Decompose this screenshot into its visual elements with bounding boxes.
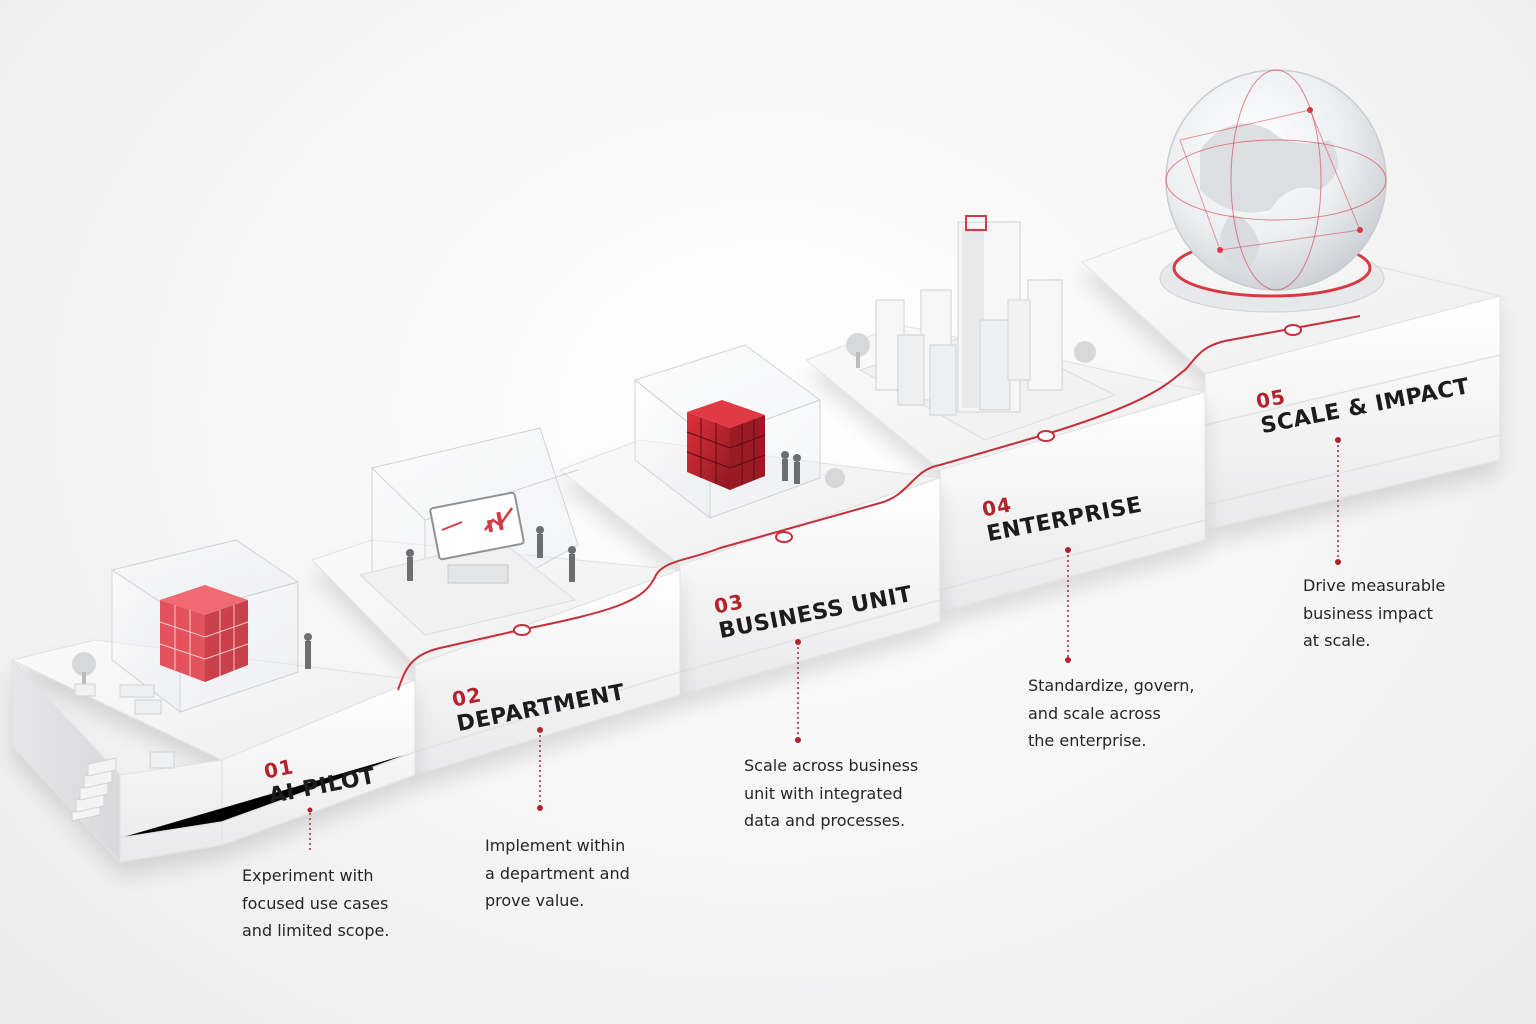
stage-4-description: Standardize, govern, and scale across th…: [1028, 672, 1194, 755]
stage-3-description: Scale across business unit with integrat…: [744, 752, 918, 835]
connector-4-dot: [1065, 547, 1071, 553]
path-node: [775, 531, 793, 543]
connector-3-dot: [795, 639, 801, 645]
description-line: the enterprise.: [1028, 731, 1147, 750]
description-line: Implement within: [485, 836, 626, 855]
description-line: Experiment with: [242, 866, 374, 885]
description-line: and scale across: [1028, 703, 1161, 723]
description-line: and limited scope.: [242, 921, 390, 940]
description-line: business impact: [1303, 603, 1433, 623]
stage-5-description: Drive measurable business impact at scal…: [1303, 572, 1445, 655]
description-line: Scale across business: [744, 756, 919, 775]
path-node: [1037, 430, 1055, 442]
stairs-icon: [71, 757, 117, 822]
connector-2-dot: [537, 727, 543, 733]
path-node: [1284, 324, 1302, 336]
description-line: prove value.: [485, 891, 585, 910]
description-line: data and processes.: [744, 811, 906, 830]
description-line: at scale.: [1303, 631, 1371, 650]
description-line: focused use cases: [242, 893, 389, 913]
description-line: Standardize, govern,: [1028, 676, 1195, 695]
description-line: Drive measurable: [1303, 576, 1446, 595]
connector-1-dot: [307, 807, 313, 813]
stage-1-description: Experiment with focused use cases and li…: [242, 862, 389, 945]
description-line: a department and: [485, 863, 630, 883]
red-cube-icon: [633, 344, 845, 520]
path-node-markers: [513, 324, 1302, 636]
city-buildings-icon: [846, 215, 1117, 441]
path-node: [513, 624, 531, 636]
globe-icon: [1159, 69, 1387, 313]
label-connectors: [307, 437, 1341, 850]
dashboard-room-icon: [358, 427, 579, 636]
connector-5-dot: [1335, 437, 1341, 443]
red-cube-icon: [72, 539, 312, 769]
stage-2-description: Implement within a department and prove …: [485, 832, 630, 915]
description-line: unit with integrated: [744, 783, 903, 803]
